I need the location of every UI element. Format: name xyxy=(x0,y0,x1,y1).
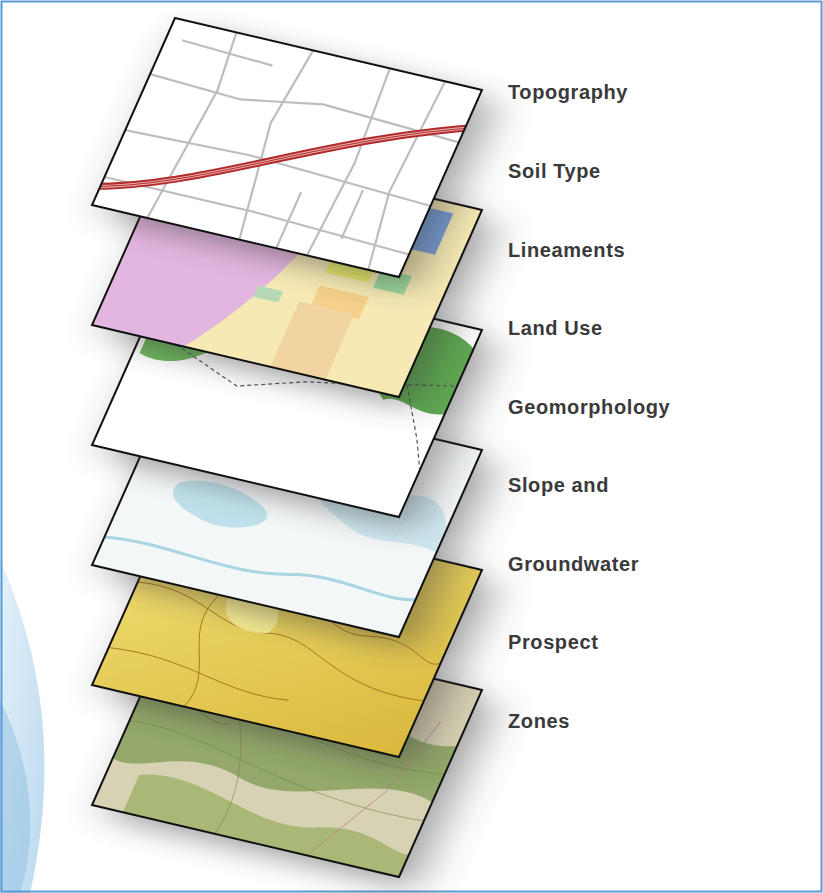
layer-label: Land Use xyxy=(508,316,603,340)
layer-label: Zones xyxy=(508,709,570,733)
layer-label: Topography xyxy=(508,80,628,104)
layer-label: Slope and xyxy=(508,473,609,497)
layer-label: Soil Type xyxy=(508,159,601,183)
layer-label: Lineaments xyxy=(508,238,625,262)
layer-label: Geomorphology xyxy=(508,395,670,419)
layer-label: Prospect xyxy=(508,630,598,654)
layer-label: Groundwater xyxy=(508,552,639,576)
